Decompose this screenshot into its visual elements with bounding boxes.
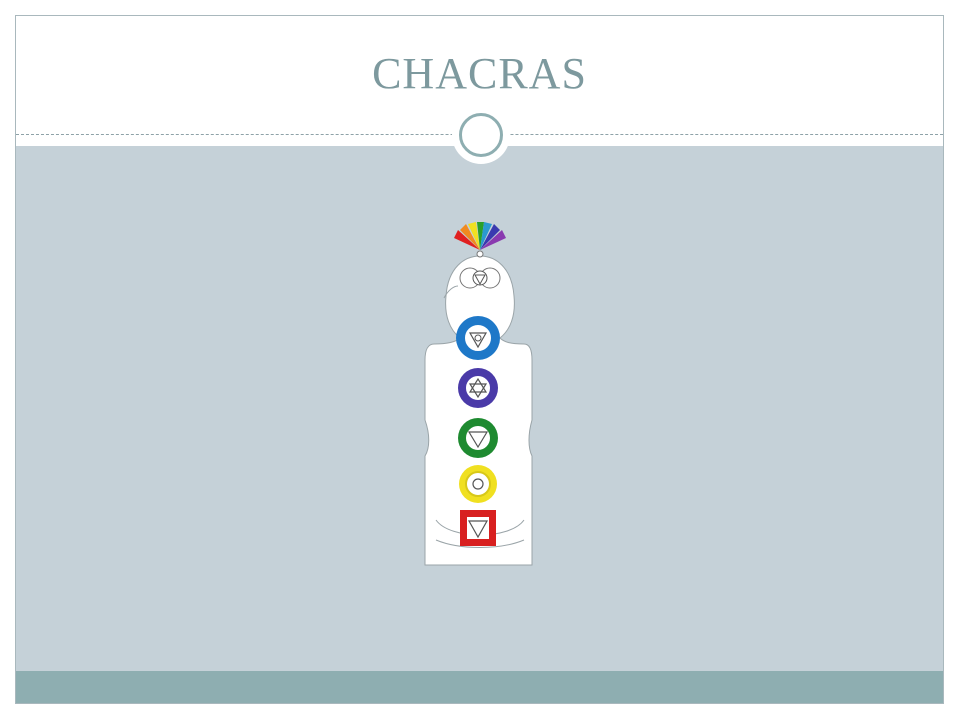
crown-chakra-icon — [454, 222, 506, 258]
slide-footer-band — [16, 671, 943, 703]
sacral-chakra-icon — [459, 465, 497, 503]
slide-title: CHACRAS — [372, 49, 587, 98]
root-chakra-icon — [460, 510, 496, 546]
heart-chakra-icon — [458, 368, 498, 408]
solar-plexus-chakra-icon — [458, 418, 498, 458]
throat-chakra-icon — [456, 316, 500, 360]
body-outline — [424, 255, 533, 566]
chakra-body-illustration — [424, 222, 533, 566]
divider-ring-ornament — [452, 106, 510, 164]
third-eye-chakra-icon — [459, 267, 501, 289]
